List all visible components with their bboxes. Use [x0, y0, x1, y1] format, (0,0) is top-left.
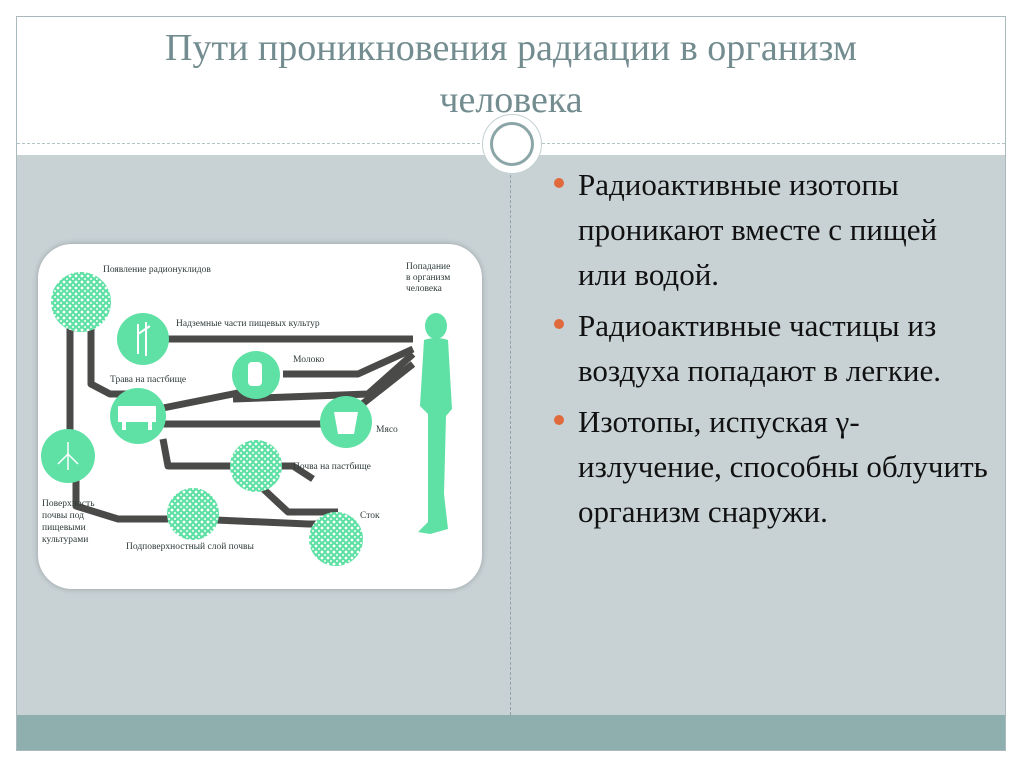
- bullet-item: Изотопы, испуская γ-излучение, способны …: [548, 399, 988, 534]
- path-grass-human: [232, 351, 416, 403]
- human-figure-icon: [418, 313, 452, 534]
- bullet-dot-icon: [554, 319, 564, 329]
- bullet-item: Радиоактивные частицы из воздуха попадаю…: [548, 303, 988, 393]
- bullet-item: Радиоактивные изотопы проникают вместе с…: [548, 162, 988, 297]
- slide-title: Пути проникновения радиации в организм ч…: [17, 22, 1005, 126]
- bottom-bar: [17, 715, 1005, 750]
- circle-ornament-icon: [482, 114, 542, 174]
- bullet-dot-icon: [554, 415, 564, 425]
- label-above-ground: Надземные части пищевых культур: [176, 319, 320, 329]
- label-pasture-soil: Почва на пастбище: [293, 461, 371, 472]
- bullet-text: Радиоактивные изотопы проникают вместе с…: [578, 167, 938, 292]
- bullet-dot-icon: [554, 178, 564, 188]
- label-soil-surface-3: пищевыми: [42, 523, 86, 533]
- label-soil-surface-2: почвы под: [42, 511, 84, 521]
- label-intake-2: в организм: [406, 273, 450, 283]
- label-milk: Молоко: [293, 355, 324, 365]
- node-emergence: [51, 272, 111, 332]
- title-line-1: Пути проникновения радиации в организм: [165, 27, 857, 69]
- path-soil-runoff: [255, 481, 338, 516]
- bullet-text: Изотопы, испуская γ-излучение, способны …: [578, 404, 988, 529]
- label-meat: Мясо: [376, 425, 398, 435]
- pathway-diagram: Появление радионуклидов Попадание в орга…: [38, 244, 482, 589]
- path-surface-subsurface: [72, 479, 168, 523]
- column-separator: [510, 155, 511, 715]
- bullet-list: Радиоактивные изотопы проникают вместе с…: [548, 162, 988, 540]
- node-runoff: [309, 512, 363, 566]
- label-pasture-grass: Трава на пастбище: [110, 374, 186, 385]
- node-pasture-soil: [230, 440, 282, 492]
- bullet-text: Радиоактивные частицы из воздуха попадаю…: [578, 308, 941, 388]
- label-intake-3: человека: [406, 284, 443, 294]
- label-intake-1: Попадание: [406, 262, 450, 272]
- pathway-diagram-svg: Появление радионуклидов Попадание в орга…: [41, 262, 452, 566]
- label-runoff: Сток: [360, 511, 380, 521]
- label-subsurface: Подповерхностный слой почвы: [126, 541, 255, 552]
- label-soil-surface-1: Поверхность: [42, 499, 95, 509]
- label-soil-surface-4: культурами: [42, 535, 88, 545]
- path-milk-human: [283, 345, 415, 378]
- node-subsurface: [167, 488, 219, 540]
- label-emergence: Появление радионуклидов: [103, 265, 211, 275]
- node-crops-icon: [117, 313, 169, 365]
- path-cow-soil: [159, 438, 238, 470]
- path-soil-pasture: [168, 462, 315, 482]
- path-meat-human: [353, 361, 416, 412]
